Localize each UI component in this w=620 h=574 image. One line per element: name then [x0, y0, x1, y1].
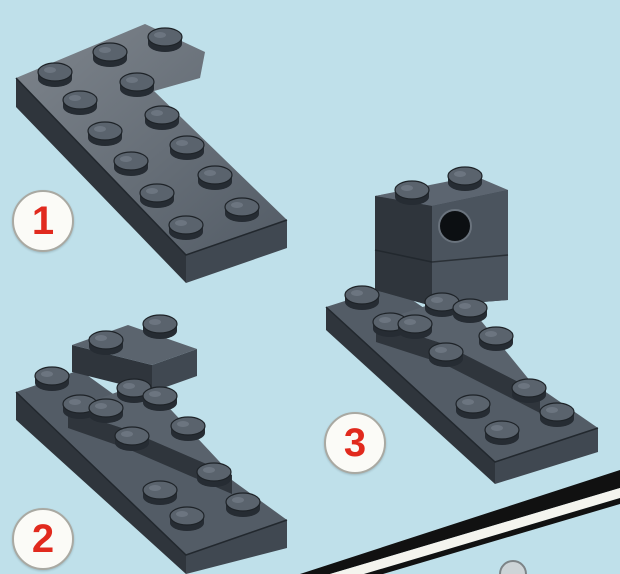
stud — [456, 395, 490, 419]
stud — [115, 427, 149, 451]
stud — [145, 106, 179, 130]
stud — [448, 167, 482, 191]
stud — [143, 387, 177, 411]
stud — [197, 463, 231, 487]
stud — [93, 43, 127, 67]
step-number-badge: 3 — [324, 412, 386, 474]
step-number-badge: 2 — [12, 508, 74, 570]
stud — [114, 152, 148, 176]
stud — [148, 28, 182, 52]
stud — [170, 136, 204, 160]
stud — [170, 507, 204, 531]
stud — [89, 331, 123, 355]
step-number: 3 — [344, 421, 366, 466]
stud — [512, 379, 546, 403]
stud — [143, 315, 177, 339]
stud — [89, 399, 123, 423]
stud — [169, 216, 203, 240]
stud — [226, 493, 260, 517]
stud — [429, 343, 463, 367]
page-divider-stripe — [300, 470, 620, 574]
stud — [140, 184, 174, 208]
stud — [225, 198, 259, 222]
stud — [88, 122, 122, 146]
stud — [395, 181, 429, 205]
stud — [198, 166, 232, 190]
step-number: 1 — [32, 199, 54, 244]
stud — [453, 299, 487, 323]
stud — [35, 367, 69, 391]
stud — [345, 286, 379, 310]
step-number: 2 — [32, 517, 54, 562]
stud — [63, 91, 97, 115]
stud — [540, 403, 574, 427]
stud — [38, 63, 72, 87]
step-number-badge: 1 — [12, 190, 74, 252]
stud — [479, 327, 513, 351]
stud — [143, 481, 177, 505]
stud — [171, 417, 205, 441]
stud — [485, 421, 519, 445]
stud — [398, 315, 432, 339]
stud — [120, 73, 154, 97]
